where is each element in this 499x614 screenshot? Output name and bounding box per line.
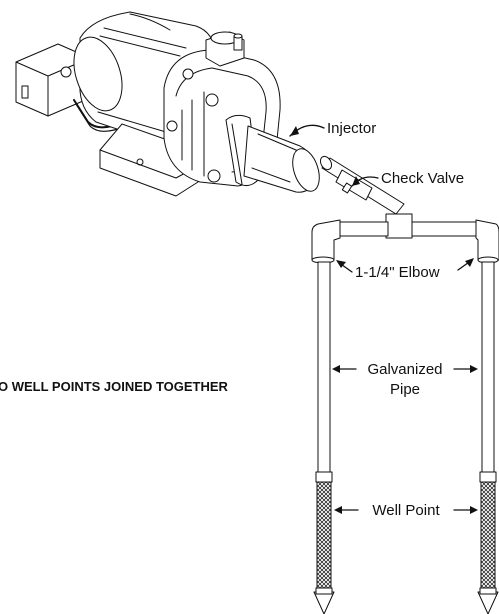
priming-plug — [205, 31, 245, 67]
elbow-right — [475, 219, 499, 264]
galvanized-pipe-right — [479, 261, 497, 483]
label-elbow: 1-1/4" Elbow — [355, 264, 440, 281]
label-well-point: Well Point — [372, 502, 440, 519]
manifold-pipe-left — [337, 221, 389, 237]
pump-assembly — [15, 11, 281, 197]
well-point-arrows — [334, 506, 478, 514]
elbow-arrows — [336, 258, 474, 273]
injector — [243, 125, 320, 193]
caption: O WELL POINTS JOINED TOGETHER — [0, 379, 229, 394]
well-point-right — [477, 481, 499, 614]
galvanized-arrows — [332, 365, 478, 373]
label-check-valve: Check Valve — [381, 170, 464, 187]
label-injector: Injector — [327, 120, 376, 137]
label-galvanized-pipe-line1: Galvanized — [367, 361, 442, 378]
elbow-left — [311, 219, 341, 264]
label-galvanized-pipe-line2: Pipe — [390, 381, 420, 398]
well-point-left — [313, 481, 335, 614]
tee-fitting — [385, 213, 413, 239]
injector-leader — [289, 124, 325, 137]
manifold-pipe-right — [411, 221, 479, 237]
galvanized-pipe-left — [315, 261, 333, 483]
check-valve-leader — [351, 176, 379, 187]
